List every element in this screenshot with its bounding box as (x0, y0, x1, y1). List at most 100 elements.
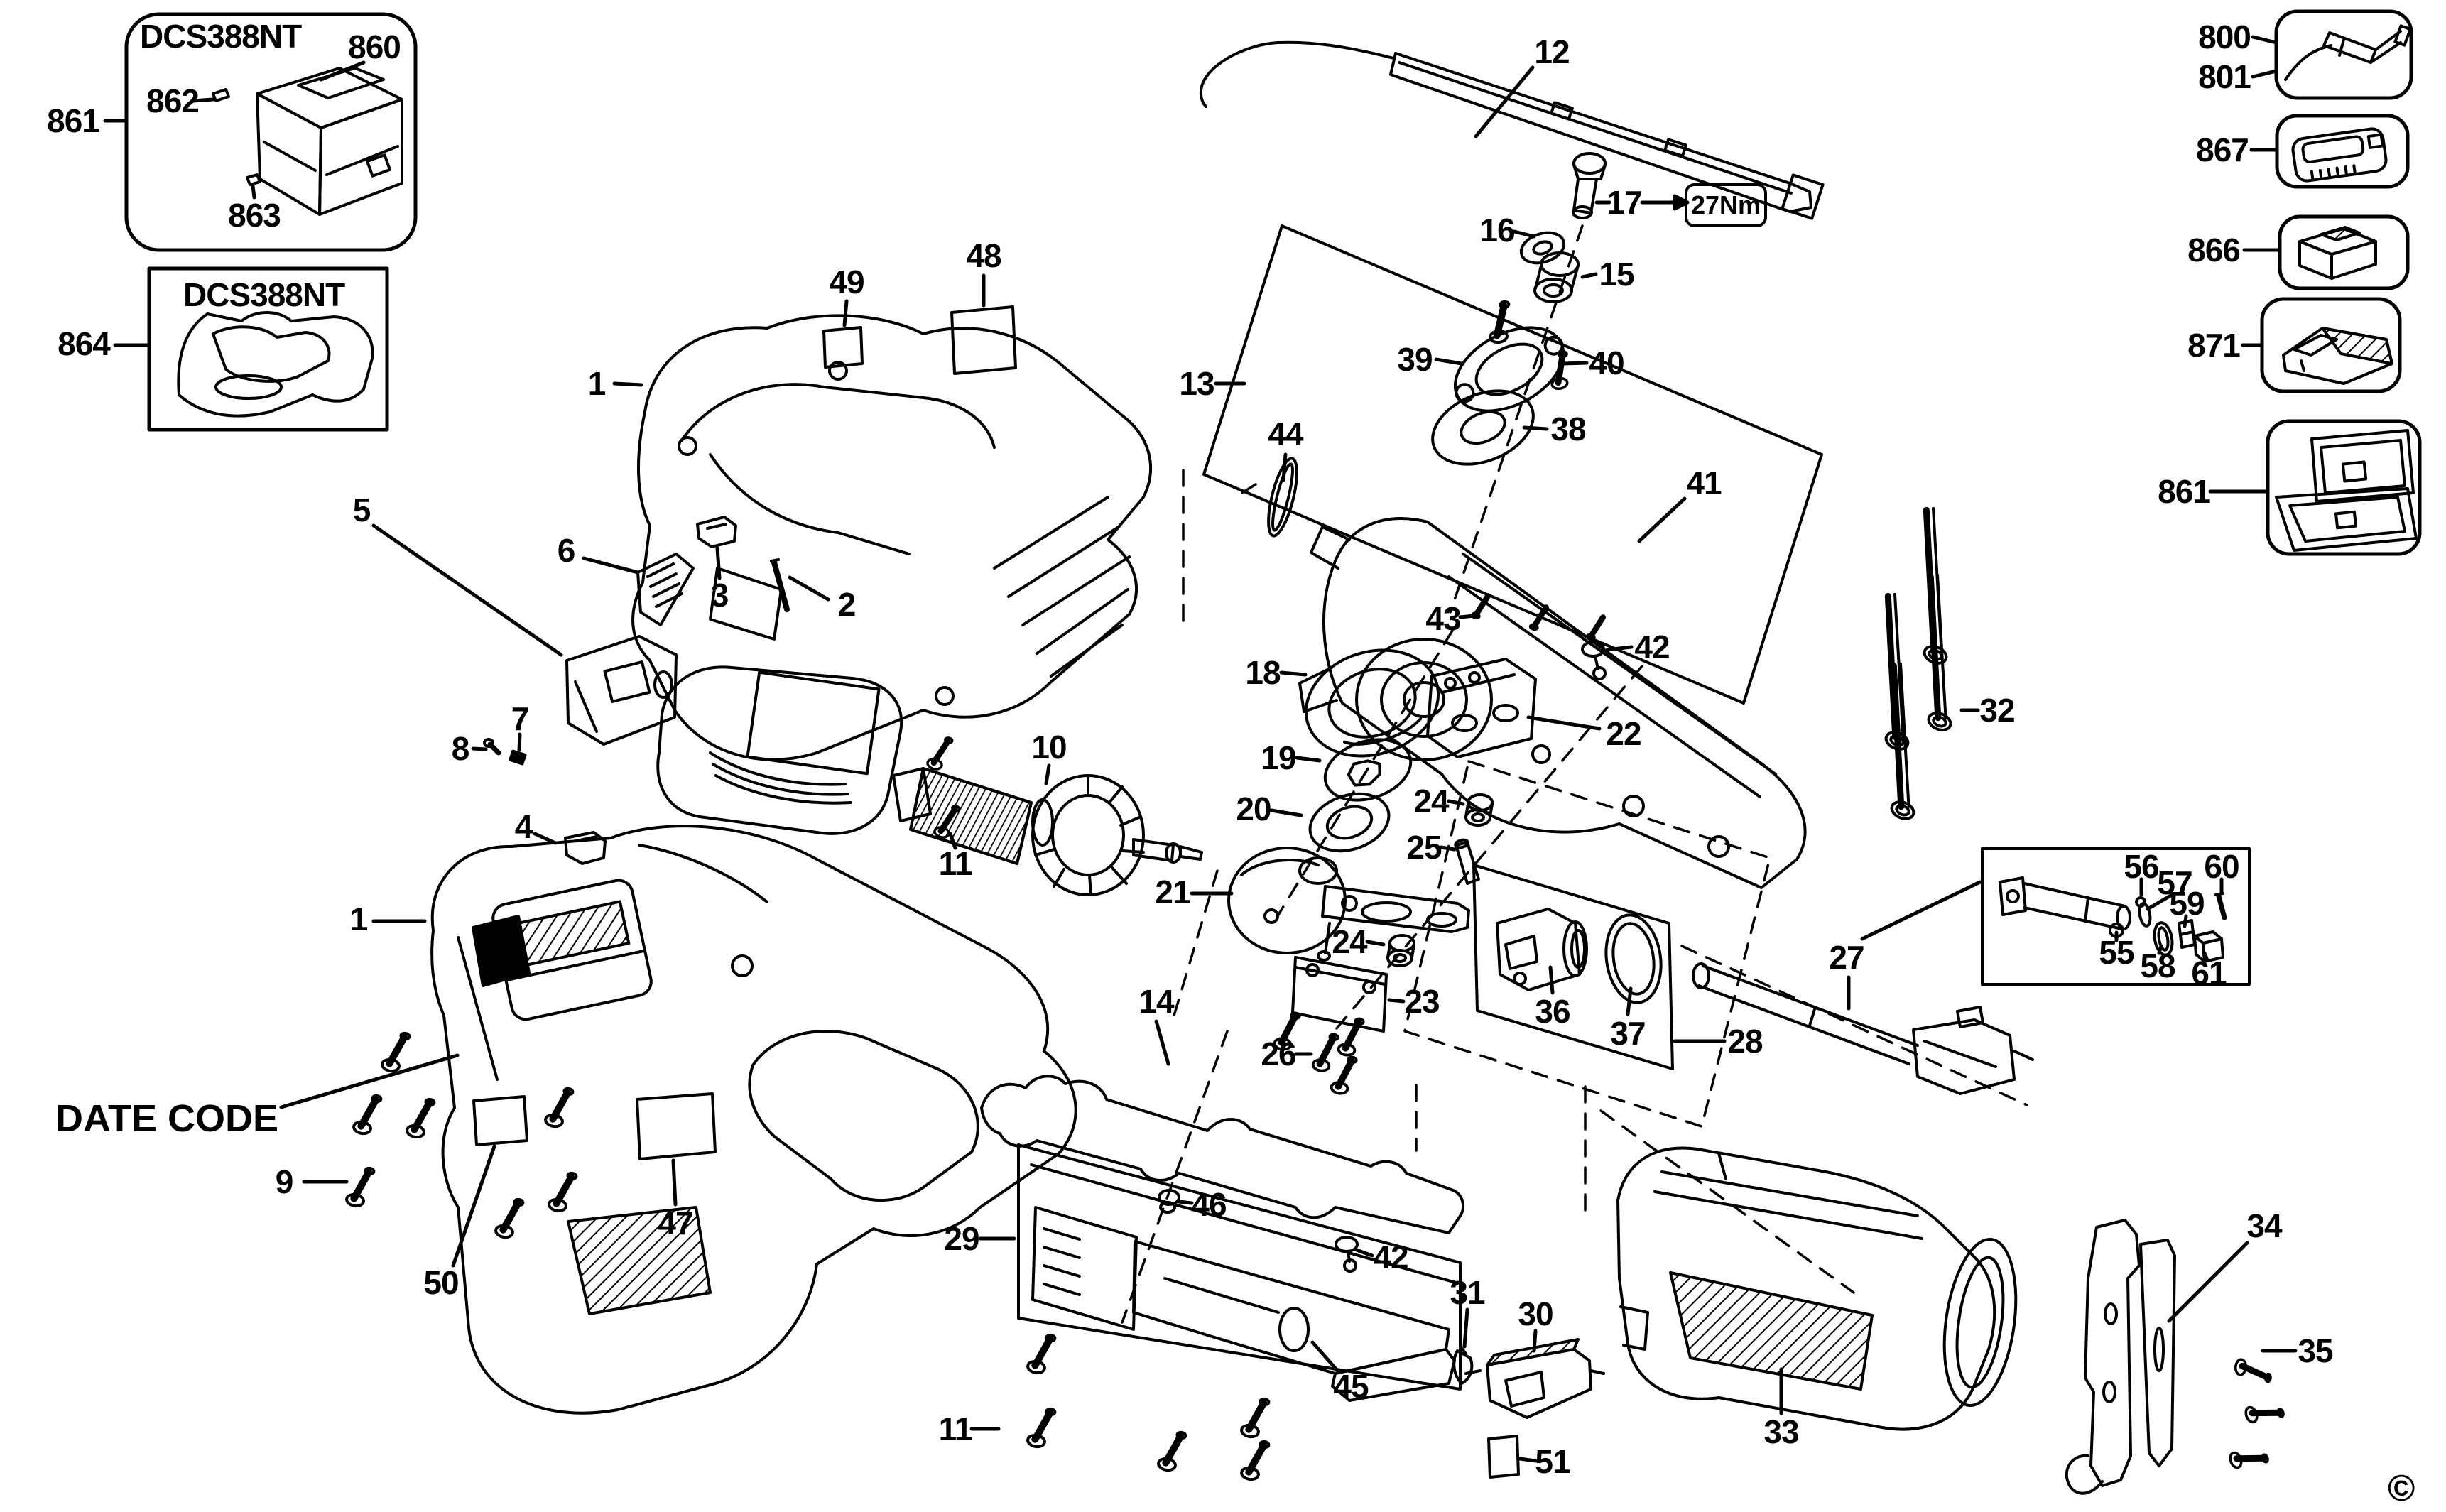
screw-40-art (1547, 351, 1572, 389)
part-label-59: 59 (2169, 885, 2205, 922)
group-boxes (124, 9, 2422, 1391)
part-label-4: 4 (514, 808, 533, 845)
pin-25-art (1454, 838, 1480, 885)
part-label-20: 20 (1236, 790, 1271, 827)
leader-lines (103, 35, 2298, 1463)
panel-27 (1981, 847, 2251, 986)
panel-866 (2278, 214, 2410, 290)
part-label-55: 55 (2099, 934, 2134, 971)
part-label-56: 56 (2124, 848, 2159, 885)
part-label-1: 1 (587, 365, 607, 402)
part-label-19: 19 (1261, 739, 1296, 776)
screws-32-art (1836, 506, 2001, 822)
bearing-ring-18-art (1304, 648, 1440, 758)
part-label-16: 16 (1479, 212, 1515, 249)
part-label-50: 50 (423, 1264, 459, 1301)
rivet-42-top-art (1581, 641, 1607, 680)
blade-clamp-22-art (1426, 658, 1537, 758)
part-label-34: 34 (2246, 1207, 2282, 1244)
part-label-15: 15 (1599, 256, 1634, 293)
part-label-58: 58 (2140, 947, 2175, 984)
spacer-15-art (1533, 251, 1580, 303)
part-label-10: 10 (1031, 729, 1067, 766)
blade-rail-12-art (1200, 40, 1825, 220)
part-label-28: 28 (1727, 1023, 1763, 1060)
part-label-38: 38 (1550, 410, 1586, 447)
part-label-11: 11 (938, 1410, 973, 1447)
part-label-40: 40 (1589, 344, 1624, 381)
part-label-33: 33 (1763, 1413, 1799, 1450)
part-label-13: 13 (1179, 365, 1214, 402)
panel-13 (1202, 224, 1823, 705)
part-label-23: 23 (1404, 983, 1440, 1020)
part-label-42: 42 (1373, 1239, 1408, 1276)
part-label-11: 11 (938, 845, 973, 882)
part-label-30: 30 (1518, 1295, 1553, 1332)
part-label-57: 57 (2157, 864, 2192, 901)
blade-holder-30-art (1464, 1338, 1605, 1419)
rivet-42b-art (1335, 1236, 1359, 1273)
motor-field-art (656, 665, 903, 835)
part-label-25: 25 (1406, 829, 1442, 866)
gasket-14-art (980, 1075, 1465, 1234)
sticker-squares-art (472, 305, 1520, 1479)
gear-housing-41-art (1298, 517, 1807, 889)
part-label-17: 17 (1607, 184, 1642, 221)
kitbox-model-title: DCS388NT (140, 18, 302, 55)
charger-867-art (2291, 127, 2388, 183)
bearing-disc-38-art (1431, 389, 1535, 466)
part-label-51: 51 (1535, 1443, 1570, 1480)
part-label-44: 44 (1268, 415, 1303, 452)
armature-10-art (892, 767, 1203, 896)
part-label-47: 47 (658, 1204, 693, 1241)
plate-23-art (1291, 956, 1388, 1033)
copyright-mark: © (2388, 1468, 2415, 1509)
clip-31-art (1452, 1345, 1474, 1385)
part-label-27: 27 (1829, 939, 1864, 976)
part-label-862: 862 (146, 82, 200, 119)
part-label-866: 866 (2187, 232, 2241, 268)
vent-6-art (636, 553, 695, 626)
spindle-tube-28-art (1692, 962, 2034, 1095)
part-label-8: 8 (451, 730, 470, 767)
date-code-label: DATE CODE (55, 1097, 279, 1140)
piston-36-art (1496, 908, 1588, 991)
part-label-14: 14 (1138, 983, 1174, 1020)
part-label-3: 3 (710, 577, 729, 614)
tray-864-art (177, 311, 374, 418)
part-4-art (564, 831, 607, 865)
part-label-49: 49 (829, 263, 864, 300)
bushing-24a-art (1464, 793, 1494, 827)
part-label-5: 5 (352, 491, 371, 528)
part-label-35: 35 (2298, 1332, 2333, 1369)
part-label-41: 41 (1686, 464, 1722, 501)
bolt-17-art (1572, 152, 1607, 219)
part-7-art (509, 749, 527, 766)
part-label-43: 43 (1425, 600, 1461, 637)
washer-20-art (1308, 792, 1391, 853)
battery-871-art (2282, 327, 2393, 385)
part-label-1: 1 (349, 901, 369, 937)
clip-3-art (696, 516, 737, 548)
bushing-24b-art (1386, 934, 1415, 967)
tray-panel-border (147, 266, 389, 432)
battery-866-art (2298, 226, 2377, 280)
panel-800-801 (2274, 9, 2413, 100)
rod-2-art (770, 558, 790, 612)
part-label-864: 864 (58, 325, 111, 362)
part-label-24: 24 (1413, 783, 1449, 820)
tray-model-title: DCS388NT (183, 276, 345, 313)
hanger-34-art (2065, 1219, 2176, 1495)
o-ring-44-art (1267, 457, 1298, 538)
crank-21-art (1227, 847, 1470, 962)
spindle-housing-33-art (1616, 1146, 2018, 1431)
part-label-46: 46 (1191, 1186, 1227, 1223)
part-label-6: 6 (557, 532, 576, 569)
lower-housing-1-art (430, 825, 1077, 1415)
part-label-861: 861 (47, 102, 100, 139)
part-label-800: 800 (2198, 18, 2251, 55)
kitbox-860-art (212, 67, 403, 216)
part-label-860: 860 (348, 28, 401, 65)
